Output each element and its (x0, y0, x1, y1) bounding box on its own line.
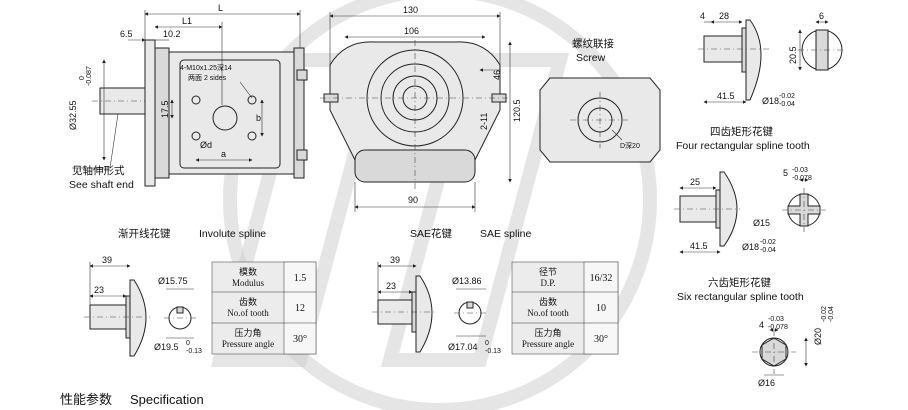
inv-row-1-en: Modulus (232, 278, 265, 288)
dim-6-5: 6.5 (120, 29, 133, 39)
inv-dia-19-5-tol-lower: -0.13 (186, 348, 202, 355)
dia-18: Ø18 (762, 96, 779, 106)
sae-dia-13-86: Ø13.86 (452, 276, 482, 286)
dim-4: 4 (700, 11, 705, 21)
sae-dim-39: 39 (390, 255, 400, 265)
dim-28: 28 (719, 11, 729, 21)
sae-row-2-en: No.of tooth (527, 308, 569, 318)
four-spline-title-cn: 四齿矩形花键 (710, 125, 773, 138)
dia-18-b: Ø18 (742, 242, 759, 252)
screw-title-cn: 螺纹联接 (572, 37, 614, 50)
dim-shaft-tol-upper: 0 (79, 76, 86, 80)
inv-row-3-value: 30° (293, 334, 307, 345)
shaft-end-note-en: See shaft end (69, 179, 134, 191)
dim-41-5: 41.5 (717, 91, 735, 101)
six-dia-20: Ø20 (813, 328, 823, 345)
dim-6: 6 (819, 11, 824, 21)
dim-41-5-b: 41.5 (690, 241, 708, 251)
sae-row-3-en: Pressure angle (522, 339, 574, 349)
inv-row-3-en: Pressure angle (222, 339, 274, 349)
six-dim-4-tol-upper: -0.03 (768, 316, 784, 323)
front-view: L L1 6.5 10.2 Ø32.55 0 -0.087 17.5 4-M10… (68, 3, 308, 191)
screw-depth-label: D深20 (620, 141, 640, 150)
six-spline-title-cn: 六齿矩形花键 (708, 276, 771, 289)
inv-dia-19-5: Ø19.5 (154, 342, 179, 352)
four-spline-shaft: 4 28 6 20.5 41.5 Ø18 -0.02 -0.04 四齿矩形花键 … (676, 11, 846, 152)
dim-46: 46 (492, 70, 502, 80)
spec-heading-cn: 性能参数 (60, 392, 112, 407)
inv-row-1-cn: 模数 (239, 266, 257, 277)
sae-title-cn: SAE花键 (410, 227, 453, 240)
dim-5-tol-lower: -0.078 (792, 175, 812, 182)
involute-spec-table: 模数 Modulus 1.5 齿数 No.of tooth 12 压力角 Pre… (211, 261, 317, 355)
dim-90: 90 (408, 195, 418, 205)
sae-row-1-en: D.P. (540, 278, 555, 288)
dia-15: Ø15 (753, 218, 770, 228)
dim-a: a (221, 149, 226, 159)
sae-title-en: SAE spline (480, 228, 532, 240)
sae-dia-17-04-tol-lower: -0.13 (485, 348, 501, 355)
shaft-end-note-cn: 见轴伸形式 (72, 164, 125, 177)
sae-row-1-cn: 径节 (539, 266, 557, 277)
six-dia-20-tol-upper: -0.02 (821, 306, 828, 322)
dim-shaft-tol-lower: -0.087 (86, 66, 93, 86)
sae-dim-23: 23 (386, 281, 396, 291)
six-dia-16: Ø16 (758, 378, 775, 388)
sae-row-3-cn: 压力角 (534, 327, 561, 338)
dim-130: 130 (403, 5, 418, 15)
involute-spline: 渐开线花键 Involute spline 39 23 Ø15.75 Ø19.5… (84, 227, 317, 357)
sae-spec-table: 径节 D.P. 16/32 齿数 No.of tooth 10 压力角 Pres… (511, 261, 619, 355)
six-spline-title-en: Six rectangular spline tooth (677, 291, 804, 303)
sae-dia-17-04: Ø17.04 (448, 342, 478, 352)
dim-2-11: 2-11 (479, 113, 489, 130)
dim-106: 106 (404, 26, 419, 36)
inv-dim-39: 39 (102, 255, 112, 265)
dim-20-5: 20.5 (788, 46, 798, 64)
dim-10-2: 10.2 (163, 29, 181, 39)
dim-25: 25 (690, 177, 700, 187)
dim-120-5: 120.5 (512, 99, 522, 122)
dim-17-5: 17.5 (160, 100, 170, 118)
spec-heading-en: Specification (130, 392, 204, 407)
inv-row-2-cn: 齿数 (239, 296, 257, 307)
dia-18-tol-lower: -0.04 (779, 101, 795, 108)
sae-spline: SAE花键 SAE spline 39 23 Ø13.86 Ø17.04 0 -… (372, 227, 619, 355)
six-dim-4: 4 (759, 320, 764, 330)
thread-note-2: 两面 2 sides (188, 74, 227, 82)
sae-dia-17-04-tol-upper: 0 (485, 340, 489, 347)
screw-view: 螺纹联接 Screw D深20 (539, 37, 661, 163)
involute-title-en: Involute spline (199, 228, 266, 240)
sae-row-2-value: 10 (596, 303, 606, 314)
involute-title-cn: 渐开线花键 (118, 227, 171, 240)
inv-dim-23: 23 (94, 285, 104, 295)
sae-row-1-value: 16/32 (590, 273, 613, 284)
dia-18-b-tol-lower: -0.04 (760, 247, 776, 254)
inv-dia-19-5-tol-upper: 0 (186, 340, 190, 347)
dim-L: L (218, 3, 223, 13)
four-spline-shaft-b: 25 5 -0.03 -0.078 Ø15 41.5 Ø18 -0.02 -0.… (674, 167, 826, 254)
six-dia-20-tol-lower: -0.04 (828, 306, 835, 322)
inv-row-1-value: 1.5 (294, 273, 307, 284)
dim-L1: L1 (182, 16, 192, 26)
six-dim-4-tol-lower: -0.078 (768, 324, 788, 331)
inv-row-2-value: 12 (295, 303, 305, 314)
six-spline-shaft: 六齿矩形花键 Six rectangular spline tooth 4 -0… (677, 276, 835, 388)
dim-shaft-dia: Ø32.55 (68, 100, 78, 130)
dim-5-tol-upper: -0.03 (792, 167, 808, 174)
side-view: 130 106 46 2-11 120.5 90 (320, 5, 522, 212)
screw-title-en: Screw (576, 52, 606, 64)
dim-b: b (256, 113, 261, 123)
dim-5: 5 (783, 168, 788, 178)
thread-note-1: 4-M10x1.25深14 (180, 63, 232, 72)
inv-dia-15-75: Ø15.75 (158, 276, 188, 286)
inv-row-2-en: No.of tooth (227, 308, 269, 318)
dim-d: Ød (200, 140, 212, 150)
inv-row-3-cn: 压力角 (234, 327, 261, 338)
sae-row-2-cn: 齿数 (539, 296, 557, 307)
dia-18-tol-upper: -0.02 (779, 93, 795, 100)
dia-18-b-tol-upper: -0.02 (760, 239, 776, 246)
four-spline-title-en: Four rectangular spline tooth (676, 140, 810, 152)
sae-row-3-value: 30° (594, 334, 608, 345)
